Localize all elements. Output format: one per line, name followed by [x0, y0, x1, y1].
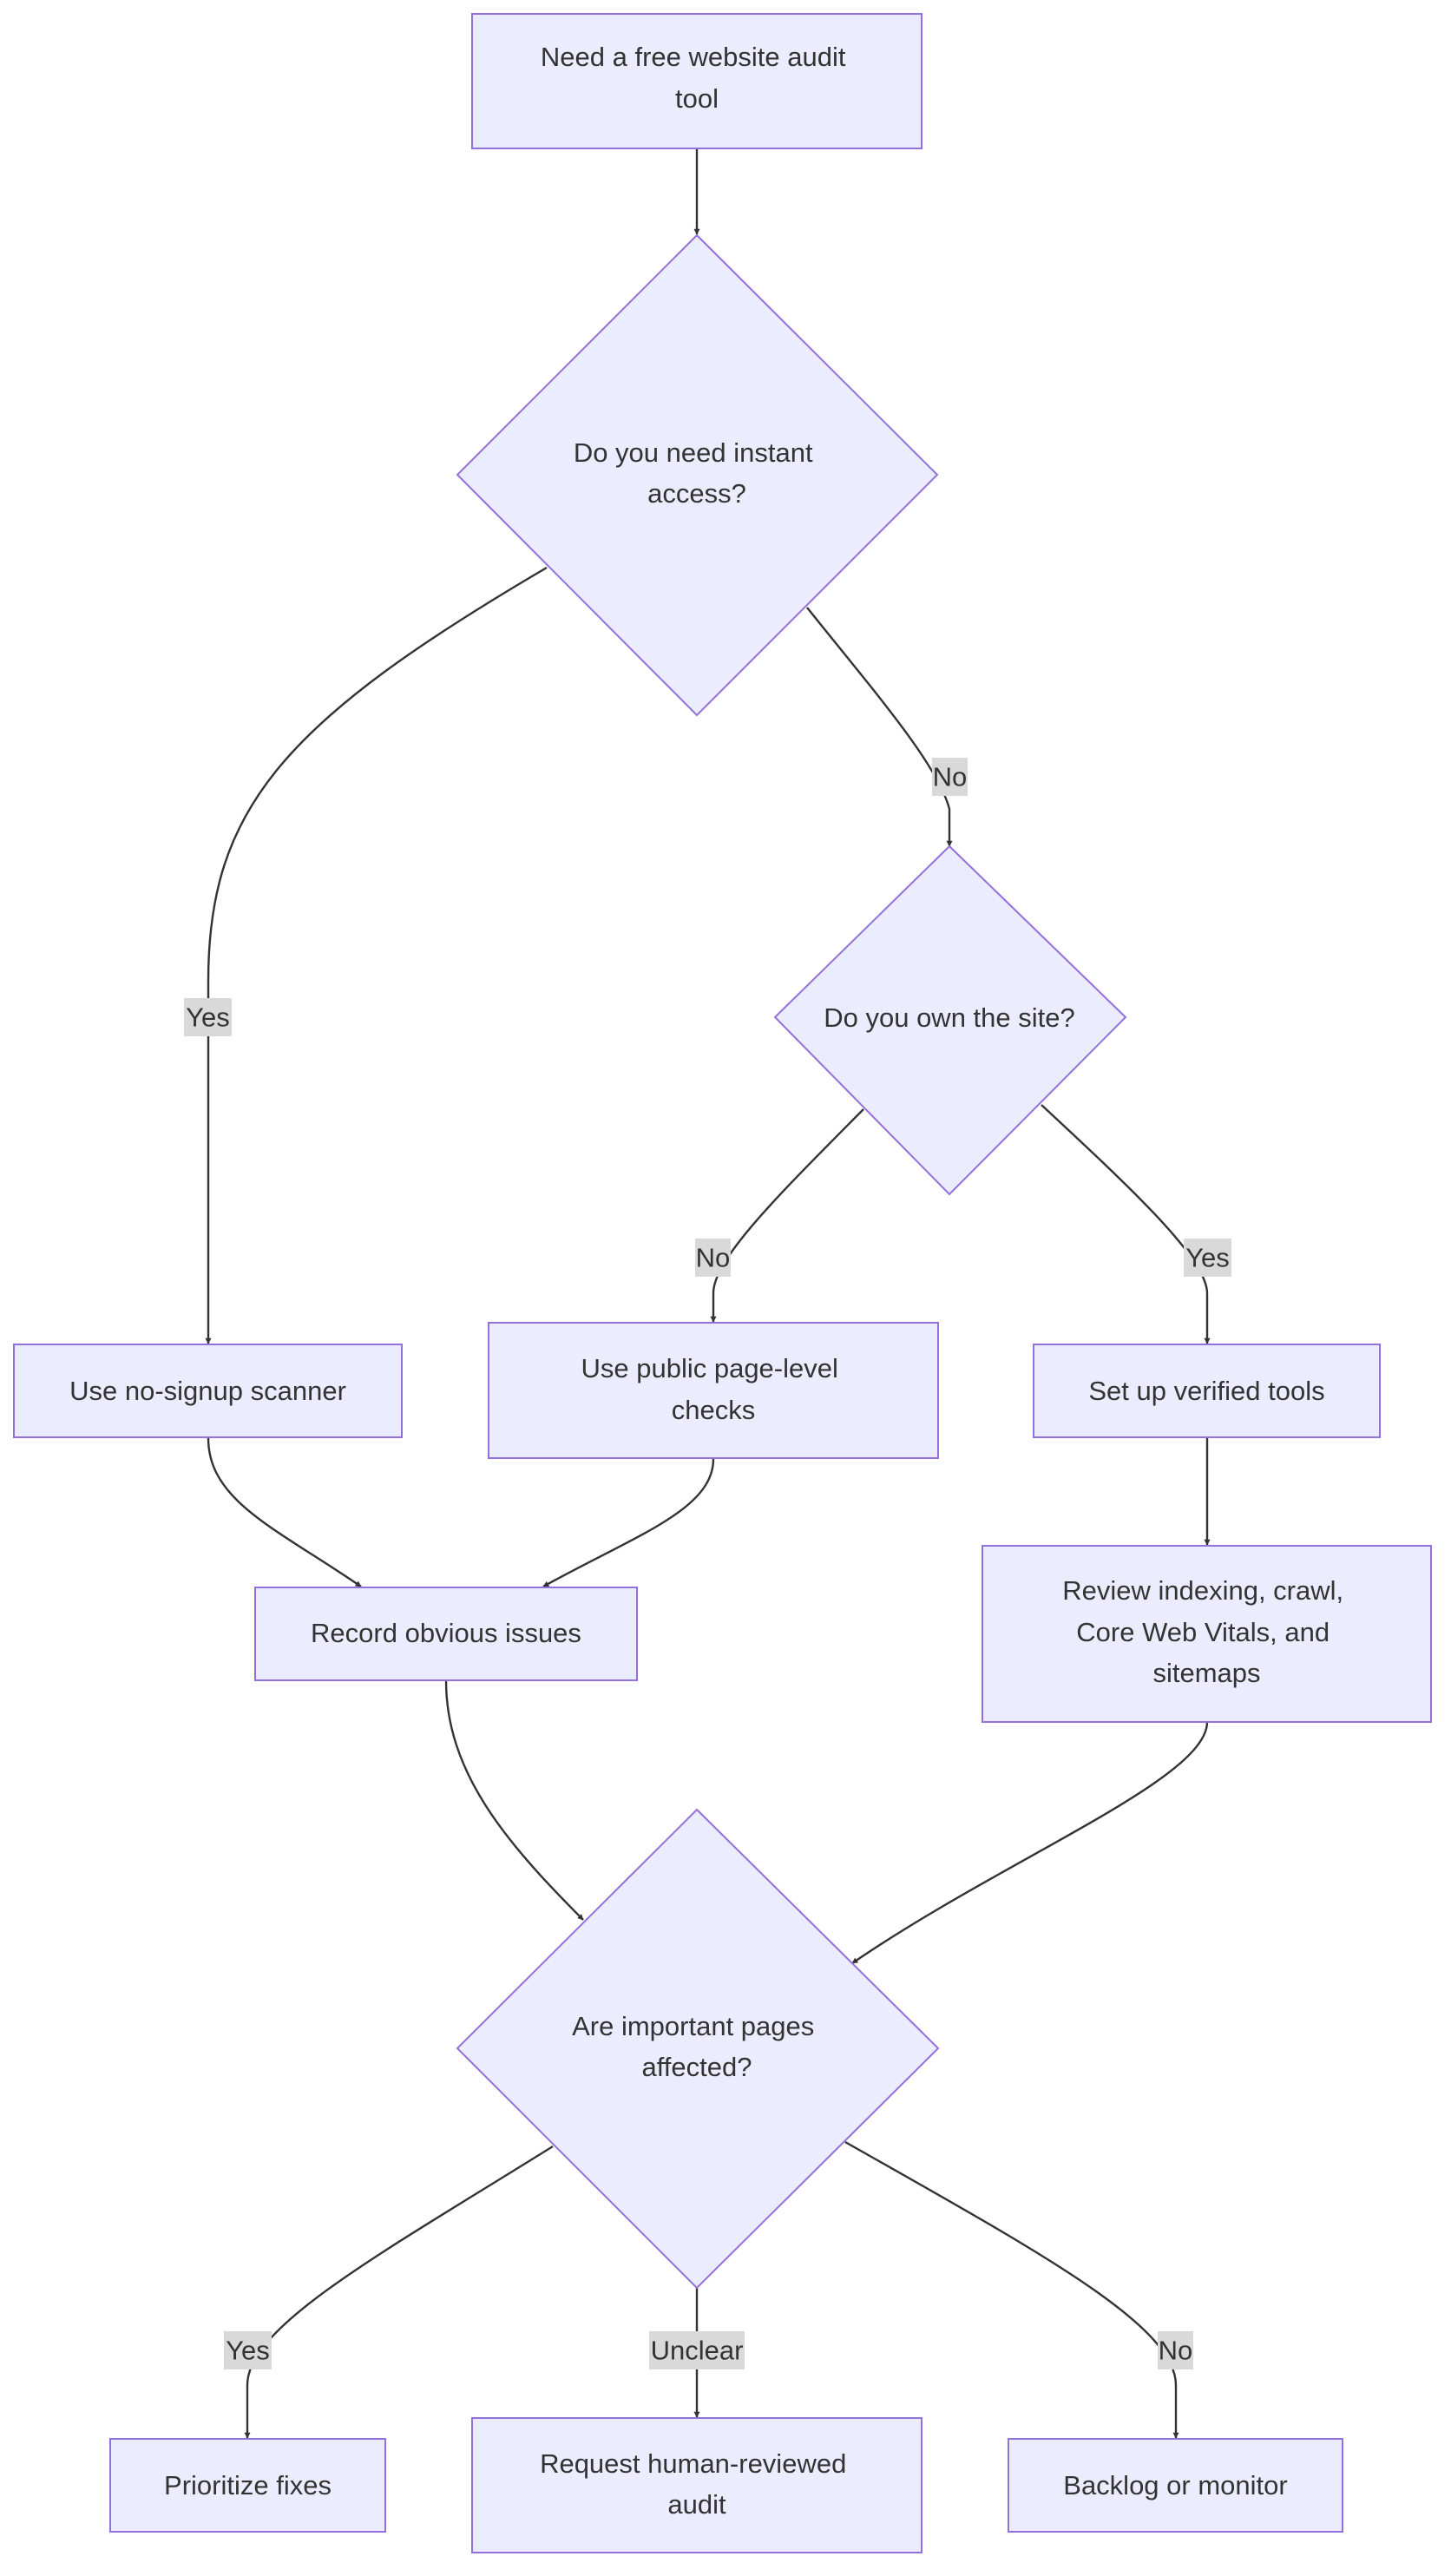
node-verified-label: Set up verified tools — [1088, 1376, 1324, 1406]
edge-label-important-unclear: Unclear — [649, 2331, 745, 2369]
edge-label-important-no: No — [1158, 2331, 1193, 2369]
edge-label-bg — [649, 2331, 745, 2369]
edge-label-own-yes: Yes — [1184, 1239, 1231, 1277]
edge-label-text: No — [933, 762, 968, 792]
edge-instant-to-scanner — [205, 566, 548, 1344]
node-prioritize: Prioritize fixes — [109, 2438, 386, 2533]
edge-label-text: Yes — [226, 2336, 270, 2366]
edge-label-instant-yes: Yes — [184, 998, 232, 1036]
edge-record-to-important — [444, 1679, 584, 1921]
node-own-label: Do you own the site? — [824, 1002, 1075, 1033]
nodes: Need a free website audit tool Do you ne… — [13, 13, 1432, 2553]
node-important-shape — [456, 1808, 940, 2290]
edge-label-bg — [224, 2331, 272, 2369]
edge-label-text: Yes — [1185, 1243, 1230, 1273]
node-prioritize-shape — [109, 2438, 386, 2533]
node-verified-shape — [1033, 1344, 1381, 1438]
edge-own-to-verified — [1041, 1104, 1211, 1344]
node-backlog-label: Backlog or monitor — [1063, 2470, 1287, 2500]
node-scanner: Use no-signup scanner — [13, 1344, 403, 1438]
edge-label-text: Unclear — [651, 2336, 744, 2366]
node-verified: Set up verified tools — [1033, 1344, 1381, 1438]
edge-labels: Yes No No Yes Yes Unclear No — [184, 758, 1231, 2369]
node-record-shape — [254, 1587, 638, 1681]
node-public: Use public page-level checks — [488, 1322, 939, 1459]
edge-own-to-public — [710, 1108, 864, 1323]
edge-label-important-yes: Yes — [224, 2331, 272, 2369]
node-instant-shape — [456, 233, 939, 717]
edge-label-own-no: No — [695, 1239, 731, 1277]
node-record: Record obvious issues — [254, 1587, 638, 1681]
node-important-label: Are important pages affected? — [572, 2011, 822, 2082]
node-human-label: Request human-reviewed audit — [540, 2448, 854, 2520]
node-scanner-label: Use no-signup scanner — [69, 1376, 346, 1406]
edge-public-to-record — [542, 1458, 715, 1588]
node-instant-label: Do you need instant access? — [574, 437, 820, 509]
node-important-decision: Are important pages affected? — [456, 1808, 940, 2290]
edge-label-instant-no: No — [932, 758, 968, 796]
edge-label-text: No — [1159, 2336, 1193, 2366]
node-prioritize-label: Prioritize fixes — [164, 2470, 332, 2500]
node-public-shape — [488, 1322, 939, 1459]
node-instant-decision: Do you need instant access? — [456, 233, 939, 717]
node-human: Request human-reviewed audit — [471, 2417, 922, 2553]
edge-important-to-prioritize — [244, 2145, 554, 2439]
node-scanner-shape — [13, 1344, 403, 1438]
edge-review-to-important — [851, 1721, 1209, 1964]
edge-label-bg — [695, 1239, 731, 1277]
edge-label-bg — [1184, 1239, 1231, 1277]
node-review-shape — [982, 1545, 1432, 1723]
node-start-label: Need a free website audit tool — [541, 42, 853, 114]
node-backlog: Backlog or monitor — [1008, 2438, 1343, 2533]
node-review-label: Review indexing, crawl, Core Web Vitals,… — [1062, 1575, 1351, 1688]
node-human-shape — [471, 2417, 922, 2553]
node-start: Need a free website audit tool — [471, 13, 922, 149]
node-record-label: Record obvious issues — [311, 1618, 581, 1648]
edge-label-bg — [932, 758, 968, 796]
node-review: Review indexing, crawl, Core Web Vitals,… — [982, 1545, 1432, 1723]
node-own-decision: Do you own the site? — [773, 844, 1127, 1196]
node-own-shape — [773, 844, 1127, 1196]
edge-label-bg — [1158, 2331, 1193, 2369]
edge-label-text: Yes — [186, 1002, 230, 1033]
edge-scanner-to-record — [207, 1437, 362, 1587]
edge-label-text: No — [696, 1243, 731, 1273]
node-start-shape — [471, 13, 922, 149]
edge-label-bg — [184, 998, 232, 1036]
node-public-label: Use public page-level checks — [581, 1353, 845, 1425]
edge-instant-to-own — [806, 607, 953, 847]
node-backlog-shape — [1008, 2438, 1343, 2533]
edge-important-to-backlog — [844, 2140, 1179, 2439]
